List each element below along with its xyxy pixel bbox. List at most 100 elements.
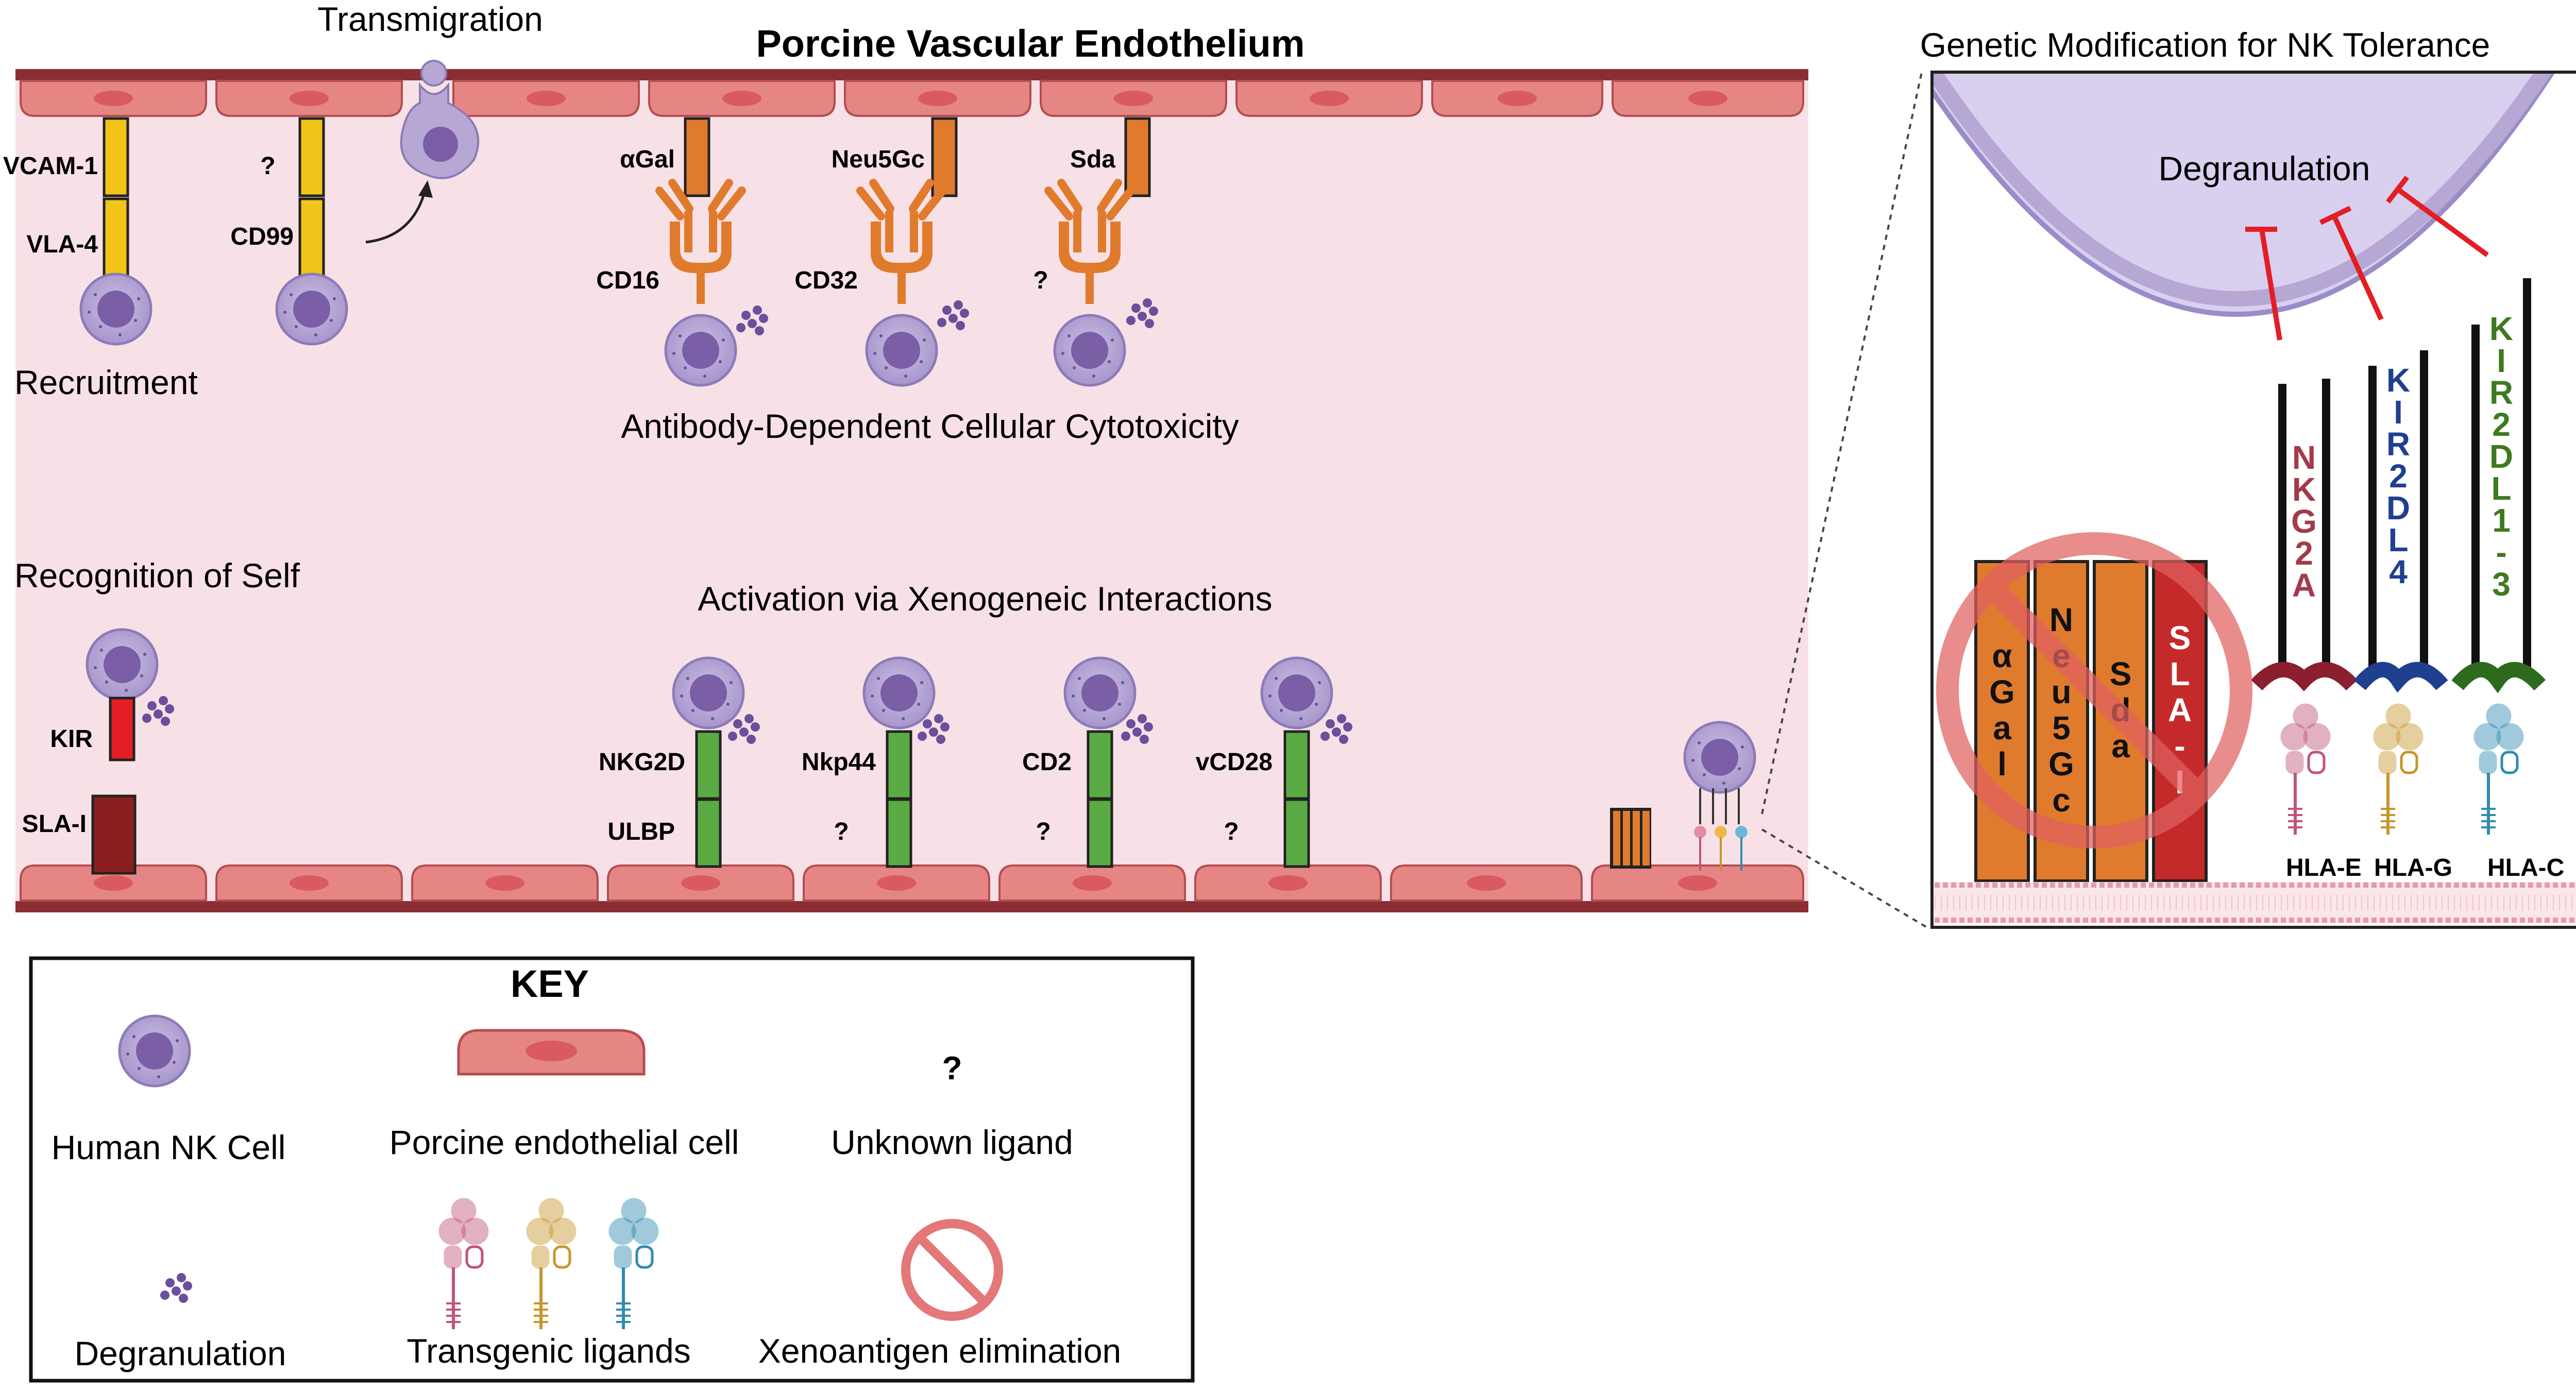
receptor-letter: L	[2491, 470, 2511, 507]
recruitment-label: Recruitment	[14, 363, 198, 401]
endothelial-nucleus	[1467, 875, 1506, 891]
endothelial-nucleus	[722, 91, 761, 106]
recognition-self-label: Recognition of Self	[14, 556, 300, 595]
eliminated-bar-letter: c	[2052, 782, 2071, 819]
receptor-letter: L	[2388, 521, 2408, 558]
receptor-letter: I	[2394, 394, 2403, 431]
sda-unknown-label: ?	[1033, 267, 1048, 294]
endothelial-nucleus	[1268, 875, 1308, 891]
agal-label: αGal	[620, 146, 675, 173]
nk-cell-nkp44	[864, 658, 934, 728]
ulbp-label: ULBP	[607, 818, 675, 845]
sda-antigen	[1124, 117, 1151, 197]
eliminated-bar-letter: a	[1993, 709, 2011, 747]
nk-cell-self	[87, 630, 157, 700]
nk-cell-modified-site	[1685, 722, 1755, 792]
receptor-letter: 4	[2389, 553, 2408, 590]
eliminated-bar-letter: 5	[2052, 709, 2071, 747]
zoom-line-top	[1761, 72, 1923, 815]
cd99-unknown-label: ?	[260, 152, 275, 180]
endothelial-nucleus	[1073, 875, 1112, 891]
nk-cell-cd2	[1065, 658, 1135, 728]
eliminated-bar-letter: A	[2168, 691, 2192, 728]
bar-labels: αGalNeu5GcSdaSLA-I	[1989, 601, 2192, 819]
endothelial-nucleus	[1310, 91, 1349, 106]
zoom-line-bottom	[1761, 828, 1928, 928]
key-transgenic-label: Transgenic ligands	[406, 1332, 691, 1370]
modified-site-mini	[1610, 808, 1651, 869]
eliminated-bar-letter: l	[1997, 745, 2007, 783]
endothelial-nucleus	[877, 875, 916, 891]
receptor-letter: G	[2291, 503, 2317, 540]
endothelial-nucleus	[94, 91, 133, 106]
cd16-label: CD16	[596, 267, 659, 294]
cd2-label: CD2	[1022, 749, 1072, 776]
cd32-label: CD32	[794, 267, 858, 294]
receptor-letter: R	[2386, 426, 2410, 463]
receptor-letter: 2	[2389, 457, 2408, 495]
receptor-letter: I	[2497, 342, 2506, 379]
hla-g-label: HLA-G	[2374, 854, 2452, 881]
nk-cell-sda	[1055, 315, 1125, 385]
transmigration-arrowhead	[418, 180, 433, 198]
inhibition-symbols	[2245, 175, 2489, 341]
transmigration-label: Transmigration	[317, 0, 543, 38]
cd99-receptor-bar	[298, 197, 325, 278]
eliminated-bar-letter: α	[1992, 637, 2012, 674]
receptor-letter: R	[2489, 374, 2513, 411]
endothelial-nucleus	[94, 875, 133, 891]
vcd28-receptor	[1283, 730, 1310, 800]
top-endothelial-cells	[20, 80, 1804, 117]
receptor-letter: K	[2489, 310, 2513, 347]
hla-c-label: HLA-C	[2487, 854, 2564, 881]
cd2-unknown-label: ?	[1036, 818, 1050, 845]
receptor-letter: D	[2386, 489, 2410, 527]
sla-i-label: SLA-I	[22, 810, 87, 838]
kir-receptor	[109, 697, 135, 761]
vcd28-ligand	[1283, 798, 1310, 868]
mini-ligands	[1694, 826, 1748, 871]
receptor-stalks	[2278, 278, 2531, 670]
transmigrating-nk-cell	[400, 60, 480, 179]
bottom-endothelial-cells	[20, 864, 1804, 902]
sda-label: Sda	[1070, 146, 1115, 173]
key-unknown-label: Unknown ligand	[831, 1123, 1073, 1161]
receptor-letter: A	[2292, 567, 2316, 604]
key-box	[29, 956, 1195, 1383]
endothelial-nucleus	[681, 875, 720, 891]
vla4-bar	[103, 197, 129, 278]
mini-receptors	[1699, 788, 1740, 824]
cd2-receptor	[1087, 730, 1113, 800]
nk-cell-cd16	[666, 315, 736, 385]
receptor-letter: 2	[2295, 535, 2313, 572]
main-title: Porcine Vascular Endothelium	[756, 22, 1304, 65]
key-degranulation-label: Degranulation	[75, 1334, 286, 1372]
nkp44-ligand	[886, 798, 912, 868]
kir-label: KIR	[50, 725, 93, 753]
key-endothelial-icon	[457, 1029, 646, 1076]
nk-cell-membrane-inner	[1934, 74, 2552, 307]
endothelial-nucleus	[1688, 91, 1727, 106]
endothelial-nucleus	[290, 875, 329, 891]
key-nk-cell-label: Human NK Cell	[52, 1128, 286, 1166]
vla4-label: VLA-4	[26, 231, 98, 258]
vcd28-unknown-label: ?	[1224, 818, 1239, 845]
key-elimination-label: Xenoantigen elimination	[758, 1332, 1122, 1370]
receptor-heads	[2250, 661, 2546, 693]
vcd28-label: vCD28	[1196, 749, 1273, 776]
nkg2d-label: NKG2D	[599, 749, 685, 776]
transmigration-arrow	[365, 190, 427, 244]
inset-plasma-membrane	[1935, 882, 2576, 923]
nk-cell-vcd28	[1262, 658, 1332, 728]
ulbp-ligand	[695, 798, 722, 868]
neu5gc-antigen	[931, 117, 958, 197]
cd99-label: CD99	[230, 223, 294, 250]
endothelial-nucleus	[290, 91, 329, 106]
nkg2d-receptor	[695, 730, 722, 800]
receptor-letter: K	[2386, 362, 2410, 399]
endothelial-nucleus	[918, 91, 957, 106]
endothelial-nucleus	[1678, 875, 1717, 891]
hla-e-label: HLA-E	[2286, 854, 2362, 881]
